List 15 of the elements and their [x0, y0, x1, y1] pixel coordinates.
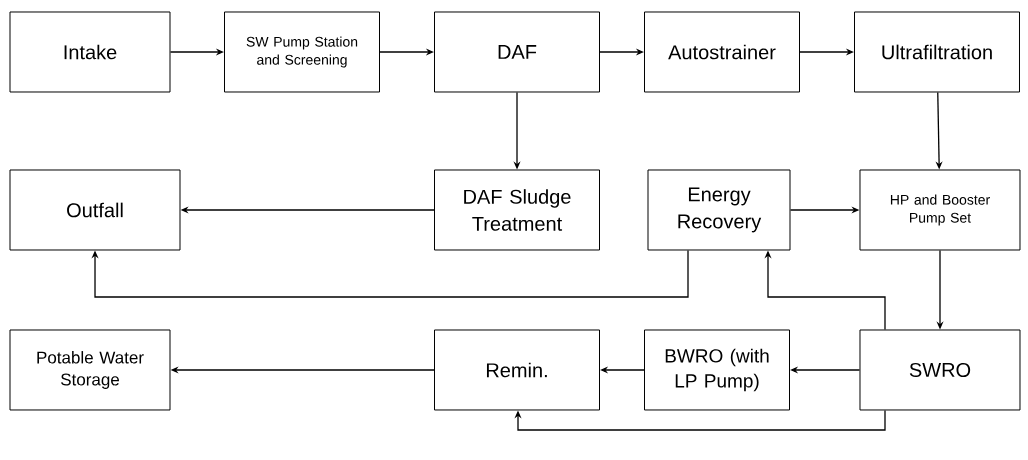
- process-box: SWRO: [859, 329, 1021, 411]
- process-box: Ultrafiltration: [854, 11, 1020, 93]
- process-box: HP and Booster Pump Set: [859, 169, 1021, 251]
- process-box: Outfall: [9, 169, 181, 251]
- process-box: SW Pump Station and Screening: [224, 11, 380, 93]
- process-box: Potable Water Storage: [9, 329, 171, 411]
- process-box: Intake: [9, 11, 171, 93]
- arrow: [514, 409, 886, 431]
- process-box: Energy Recovery: [647, 169, 791, 251]
- process-box: BWRO (with LP Pump): [644, 329, 790, 411]
- process-box: Autostrainer: [644, 11, 800, 93]
- arrow: [91, 249, 689, 298]
- process-box: Remin.: [434, 329, 600, 411]
- process-box: DAF Sludge Treatment: [434, 169, 600, 251]
- process-box: DAF: [434, 11, 600, 93]
